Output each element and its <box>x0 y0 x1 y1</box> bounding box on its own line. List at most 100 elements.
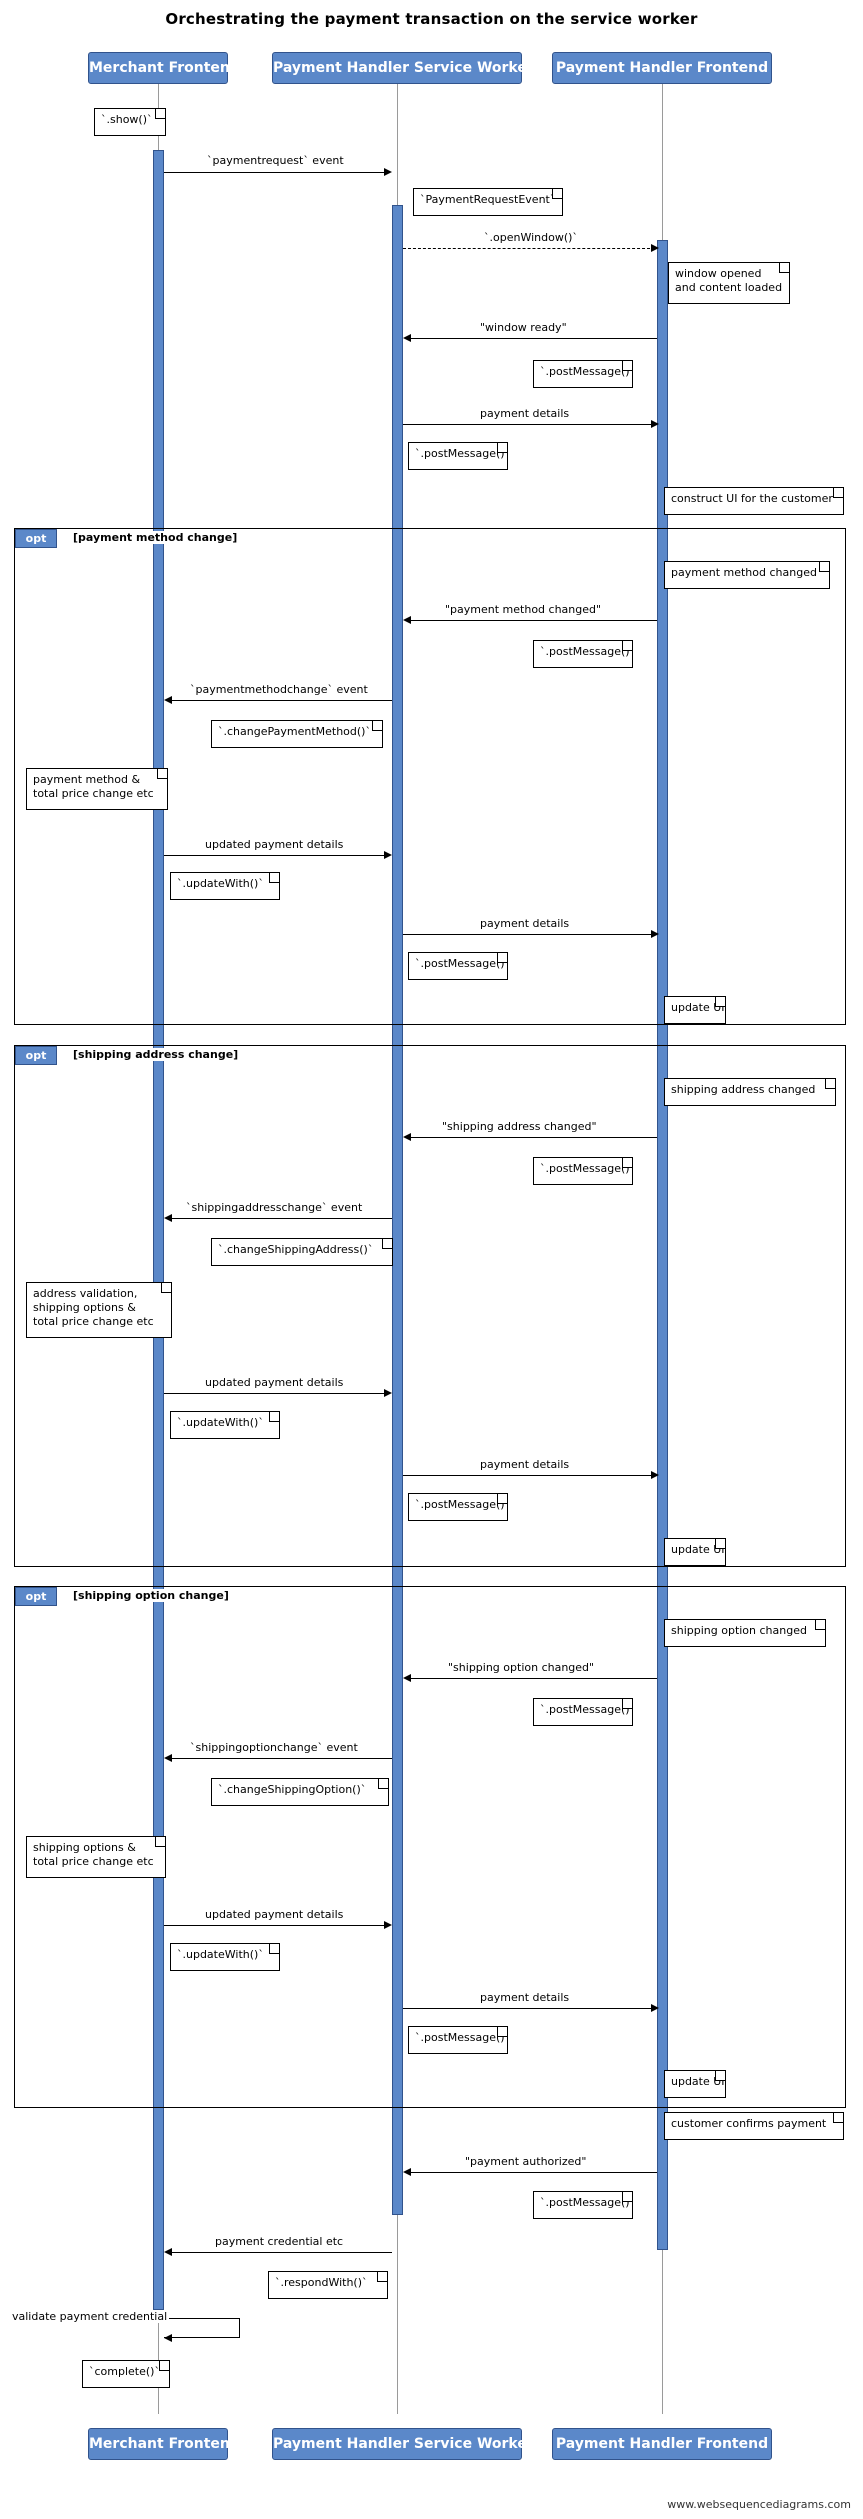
message-line-window-ready <box>410 338 657 339</box>
message-label-window-ready: "window ready" <box>478 321 569 334</box>
message-line-updated-payment-details-3 <box>164 1925 386 1926</box>
activation-merchant-frontend <box>153 150 164 2310</box>
actor-merchant-frontend-bottom[interactable]: Merchant Frontend <box>88 2428 240 2460</box>
message-arrow-payment-credential <box>164 2248 172 2256</box>
message-arrow-payment-details-1 <box>651 420 659 428</box>
message-line-paymentrequest <box>164 172 386 173</box>
note-payment-method-changed: payment method changed <box>664 561 830 589</box>
message-arrow-shipping-address-changed <box>403 1133 411 1141</box>
message-label-payment-method-changed: "payment method changed" <box>443 603 604 616</box>
message-label-paymentmethodchange: `paymentmethodchange` event <box>188 683 370 696</box>
message-line-shippingaddresschange <box>171 1218 392 1219</box>
note-changeshippingaddress: `.changeShippingAddress()` <box>211 1238 393 1266</box>
message-label-updated-payment-details-1: updated payment details <box>203 838 346 851</box>
note-update-ui-1: update UI <box>664 996 726 1024</box>
message-arrow-updated-payment-details-2 <box>384 1389 392 1397</box>
note-postmessage-6: `.postMessage()` <box>408 1493 510 1521</box>
note-shipping-address-changed: shipping address changed <box>664 1078 836 1106</box>
message-arrow-updated-payment-details-3 <box>384 1921 392 1929</box>
note-updatewith-3: `.updateWith()` <box>170 1943 280 1971</box>
message-line-payment-credential <box>171 2252 392 2253</box>
fragment-label-opt-1: opt <box>15 529 57 548</box>
fragment-condition-2: [shipping address change] <box>70 1048 242 1061</box>
message-label-paymentrequest: `paymentrequest` event <box>205 154 346 167</box>
actor-payment-handler-frontend-top[interactable]: Payment Handler Frontend <box>552 52 772 84</box>
message-line-payment-details-4 <box>403 2008 655 2009</box>
note-update-ui-3: update UI <box>664 2070 726 2098</box>
message-line-updated-payment-details-2 <box>164 1393 386 1394</box>
message-arrow-updated-payment-details-1 <box>384 851 392 859</box>
self-message-arrow-validate-credential <box>164 2334 172 2342</box>
message-line-shippingoptionchange <box>171 1758 392 1759</box>
message-label-payment-details-4: payment details <box>478 1991 572 2004</box>
message-label-shippingaddresschange: `shippingaddresschange` event <box>184 1201 365 1214</box>
message-arrow-paymentmethodchange <box>164 696 172 704</box>
message-line-payment-details-2 <box>403 934 655 935</box>
note-postmessage-8: `.postMessage()` <box>408 2026 510 2054</box>
message-line-openwindow <box>403 248 655 249</box>
message-line-payment-method-changed <box>410 620 657 621</box>
note-postmessage-7: `.postMessage()` <box>533 1698 635 1726</box>
note-address-validation: address validation, shipping options & t… <box>26 1282 172 1338</box>
message-line-shipping-option-changed <box>410 1678 657 1679</box>
message-line-shipping-address-changed <box>410 1137 657 1138</box>
note-respondwith: `.respondWith()` <box>268 2271 388 2299</box>
note-update-ui-2: update UI <box>664 1538 726 1566</box>
note-construct-ui: construct UI for the customer <box>664 487 844 515</box>
note-postmessage-2: `.postMessage()` <box>408 442 510 470</box>
message-line-payment-details-1 <box>403 424 655 425</box>
fragment-condition-3: [shipping option change] <box>70 1589 232 1602</box>
note-window-opened: window opened and content loaded <box>668 262 790 304</box>
note-postmessage-3: `.postMessage()` <box>533 640 635 668</box>
message-arrow-openwindow <box>651 244 659 252</box>
fragment-label-opt-3: opt <box>15 1587 57 1606</box>
fragment-label-opt-2: opt <box>15 1046 57 1065</box>
activation-handler-frontend <box>657 240 668 2250</box>
message-label-payment-credential: payment credential etc <box>213 2235 346 2248</box>
note-postmessage-5: `.postMessage()` <box>533 1157 635 1185</box>
message-arrow-shippingoptionchange <box>164 1754 172 1762</box>
watermark-credit: www.websequencediagrams.com <box>667 2498 851 2511</box>
note-complete: `complete()` <box>82 2360 170 2388</box>
actor-merchant-frontend-top[interactable]: Merchant Frontend <box>88 52 240 84</box>
message-arrow-payment-details-2 <box>651 930 659 938</box>
note-updatewith-2: `.updateWith()` <box>170 1411 280 1439</box>
message-arrow-payment-details-4 <box>651 2004 659 2012</box>
note-updatewith-1: `.updateWith()` <box>170 872 280 900</box>
actor-payment-handler-service-worker-top[interactable]: Payment Handler Service Worker <box>272 52 534 84</box>
self-message-validate-credential <box>164 2318 240 2338</box>
message-label-shipping-option-changed: "shipping option changed" <box>446 1661 597 1674</box>
message-arrow-payment-authorized <box>403 2168 411 2176</box>
message-label-updated-payment-details-3: updated payment details <box>203 1908 346 1921</box>
note-shipping-option-changed: shipping option changed <box>664 1619 826 1647</box>
message-label-validate-credential: validate payment credential <box>10 2310 170 2323</box>
fragment-opt-payment-method-change <box>14 528 846 1025</box>
message-arrow-shippingaddresschange <box>164 1214 172 1222</box>
actor-payment-handler-service-worker-bottom[interactable]: Payment Handler Service Worker <box>272 2428 534 2460</box>
note-postmessage-9: `.postMessage()` <box>533 2191 635 2219</box>
message-label-shipping-address-changed: "shipping address changed" <box>440 1120 599 1133</box>
diagram-title: Orchestrating the payment transaction on… <box>165 10 698 28</box>
message-line-paymentmethodchange <box>171 700 392 701</box>
message-label-payment-details-2: payment details <box>478 917 572 930</box>
message-line-updated-payment-details-1 <box>164 855 386 856</box>
message-arrow-shipping-option-changed <box>403 1674 411 1682</box>
activation-service-worker <box>392 205 403 2215</box>
message-label-updated-payment-details-2: updated payment details <box>203 1376 346 1389</box>
note-show: `.show()` <box>94 108 166 136</box>
message-arrow-payment-method-changed <box>403 616 411 624</box>
message-label-openwindow: `.openWindow()` <box>482 231 580 244</box>
actor-payment-handler-frontend-bottom[interactable]: Payment Handler Frontend <box>552 2428 772 2460</box>
message-label-shippingoptionchange: `shippingoptionchange` event <box>188 1741 360 1754</box>
note-changepaymentmethod: `.changePaymentMethod()` <box>211 720 383 748</box>
fragment-opt-shipping-address-change <box>14 1045 846 1567</box>
note-postmessage-1: `.postMessage()` <box>533 360 635 388</box>
message-line-payment-authorized <box>410 2172 657 2173</box>
message-arrow-window-ready <box>403 334 411 342</box>
note-paymentrequestevent: `PaymentRequestEvent` <box>413 188 563 216</box>
fragment-opt-shipping-option-change <box>14 1586 846 2108</box>
message-arrow-paymentrequest <box>384 168 392 176</box>
message-label-payment-authorized: "payment authorized" <box>463 2155 589 2168</box>
message-line-payment-details-3 <box>403 1475 655 1476</box>
